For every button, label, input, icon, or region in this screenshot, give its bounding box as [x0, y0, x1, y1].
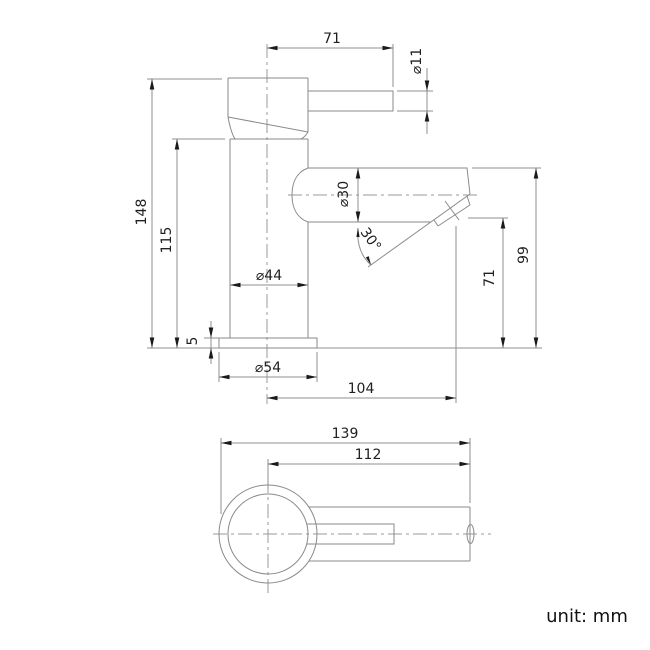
angle-arrow-top [356, 228, 360, 237]
dim-overall-length: 139 [220, 426, 471, 514]
extension-line [147, 78, 222, 349]
dim-lever-diameter: ⌀11 [397, 48, 433, 134]
dim-base-thickness-label: 5 [185, 337, 201, 346]
extension-line [397, 90, 433, 112]
base-plate-outline [218, 337, 318, 349]
dim-lever-length: 71 [267, 31, 394, 87]
dim-lever-length-label: 71 [323, 31, 341, 47]
dim-base-diameter: ⌀54 [218, 352, 318, 382]
dim-body-diameter-label: ⌀44 [256, 268, 282, 284]
dim-reach-from-center-label: 112 [355, 447, 382, 463]
spout-outline [308, 167, 471, 223]
dim-lever-diameter-label: ⌀11 [409, 48, 425, 74]
top-view: 139 112 [213, 426, 491, 593]
dim-body-height: 115 [159, 138, 225, 348]
handle-cap-outline [227, 77, 309, 140]
dim-base-diameter-label: ⌀54 [255, 360, 281, 376]
dim-base-thickness: 5 [185, 321, 222, 364]
dim-overall-length-label: 139 [332, 426, 359, 442]
dim-reach-to-outlet-label: 104 [348, 381, 375, 397]
dim-body-height-label: 115 [159, 227, 175, 254]
dim-reach-from-center: 112 [267, 447, 470, 489]
outlet-face-line [367, 193, 471, 268]
dim-outlet-height: 71 [468, 217, 508, 348]
dim-total-height: 148 [134, 78, 222, 349]
dim-spout-height-label: 99 [516, 246, 532, 264]
spout-plan-outline [309, 506, 471, 562]
extension-line [220, 438, 471, 514]
body-outline [229, 138, 309, 338]
side-view: 71 ⌀11 148 115 5 [134, 31, 542, 404]
dim-body-diameter: ⌀44 [230, 268, 308, 288]
dim-spout-diameter-label: ⌀30 [336, 181, 352, 207]
spout-root-curve [291, 167, 309, 223]
angle-arrow-bottom [365, 256, 371, 265]
extension-line [317, 167, 542, 349]
dim-total-height-label: 148 [134, 199, 150, 226]
dim-spout-diameter: ⌀30 [336, 168, 361, 222]
body-circle [227, 493, 309, 575]
aerator-end-ellipse [466, 524, 475, 544]
dim-spout-height: 99 [317, 167, 542, 349]
lever-plan-outline [307, 523, 395, 545]
dim-reach-to-outlet: 104 [267, 226, 457, 403]
unit-note: unit: mm [546, 606, 628, 627]
aerator-outline [433, 195, 471, 227]
dim-outlet-height-label: 71 [482, 269, 498, 287]
lever-outline [308, 90, 394, 112]
